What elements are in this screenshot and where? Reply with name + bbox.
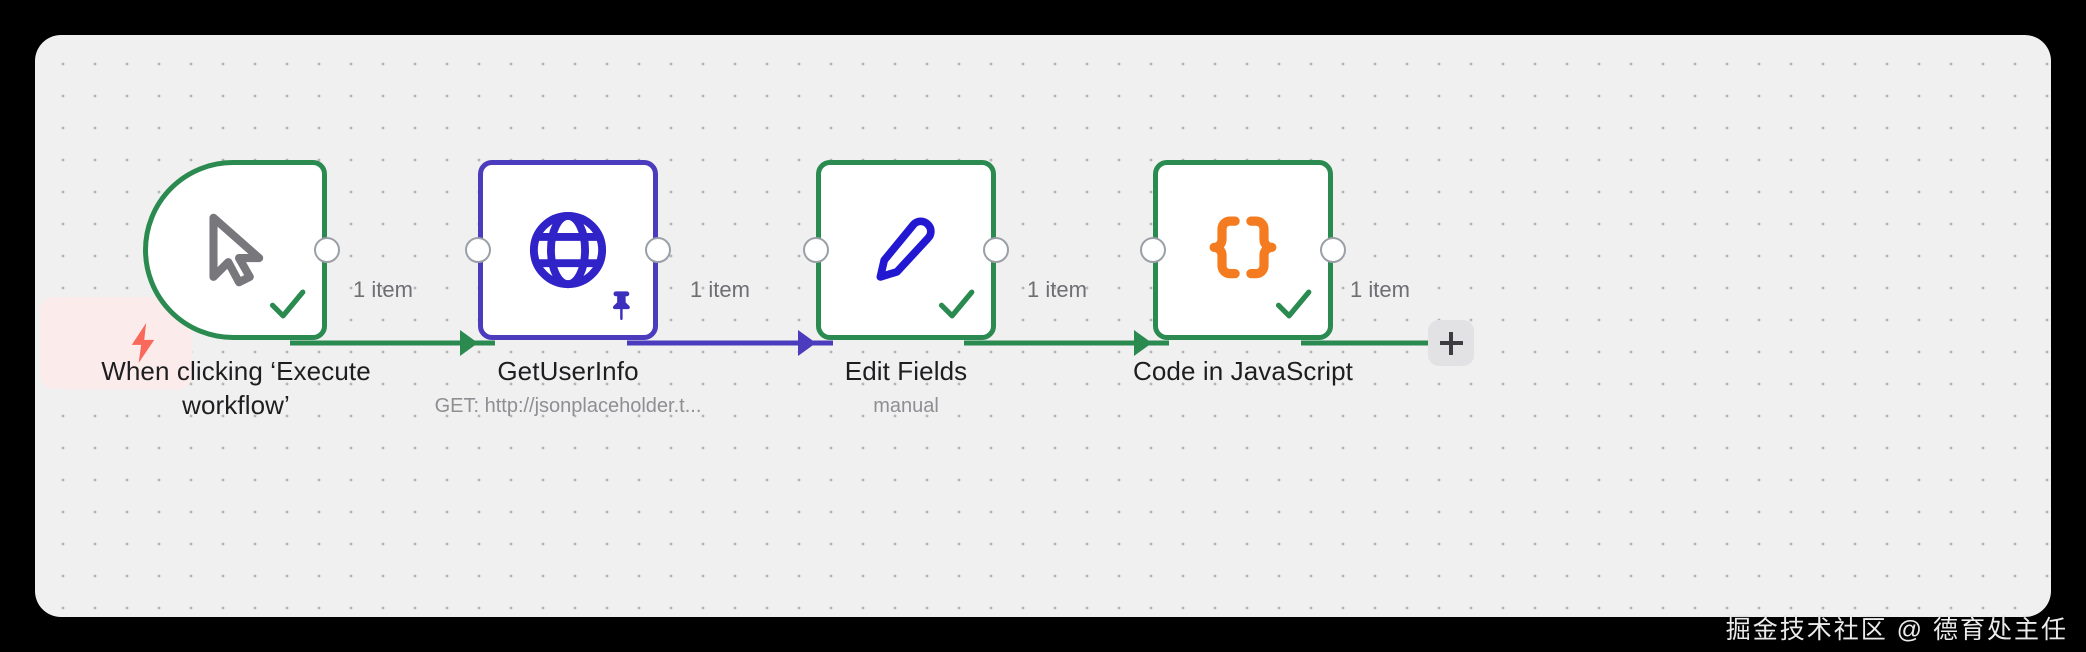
input-port-get-user-info[interactable] bbox=[465, 237, 491, 263]
connection-arrow-3 bbox=[1134, 330, 1152, 356]
caption-manual-trigger: When clicking ‘Execute workflow’ bbox=[61, 355, 411, 423]
input-port-edit-fields[interactable] bbox=[803, 237, 829, 263]
pencil-icon bbox=[856, 200, 956, 300]
caption-get-user-info: GetUserInfo GET: http://jsonplaceholder.… bbox=[378, 355, 758, 419]
connection-line-3[interactable] bbox=[964, 340, 1169, 346]
watermark-text: 掘金技术社区 @ 德育处主任 bbox=[1725, 616, 2068, 644]
node-title-manual-trigger: When clicking ‘Execute workflow’ bbox=[101, 356, 371, 420]
connection-arrow-1 bbox=[460, 330, 478, 356]
workflow-canvas[interactable]: 1 item 1 item 1 item 1 item bbox=[35, 35, 2051, 617]
connection-line-1[interactable] bbox=[290, 340, 495, 346]
connection-line-4[interactable] bbox=[1301, 340, 1436, 346]
status-success-icon bbox=[935, 283, 977, 325]
connection-label-3: 1 item bbox=[1027, 277, 1087, 302]
node-code-in-javascript[interactable] bbox=[1140, 160, 1346, 340]
node-subtitle-edit-fields: manual bbox=[873, 394, 939, 417]
node-title-get-user-info: GetUserInfo bbox=[497, 356, 639, 386]
add-node-button[interactable] bbox=[1428, 320, 1474, 366]
status-success-icon bbox=[1272, 283, 1314, 325]
connection-label-1: 1 item bbox=[353, 277, 413, 302]
node-subtitle-get-user-info: GET: http://jsonplaceholder.t... bbox=[434, 394, 702, 417]
node-get-user-info[interactable] bbox=[465, 160, 671, 340]
output-port-trigger[interactable] bbox=[314, 237, 340, 263]
pin-icon bbox=[607, 289, 637, 323]
status-success-icon bbox=[266, 283, 308, 325]
connection-label-4: 1 item bbox=[1350, 277, 1410, 302]
input-port-code[interactable] bbox=[1140, 237, 1166, 263]
trigger-hint-panel bbox=[40, 297, 192, 389]
node-title-code-in-javascript: Code in JavaScript bbox=[1132, 356, 1354, 386]
node-manual-trigger[interactable] bbox=[143, 160, 340, 340]
connection-line-2[interactable] bbox=[627, 340, 833, 346]
cursor-pointer-icon bbox=[185, 200, 285, 300]
globe-icon bbox=[518, 200, 618, 300]
caption-code-in-javascript: Code in JavaScript bbox=[1063, 355, 1423, 389]
output-port-code[interactable] bbox=[1320, 237, 1346, 263]
lightning-bolt-icon[interactable] bbox=[128, 323, 158, 363]
curly-braces-icon bbox=[1193, 200, 1293, 300]
connection-arrow-2 bbox=[798, 330, 816, 356]
output-port-get-user-info[interactable] bbox=[645, 237, 671, 263]
caption-edit-fields: Edit Fields manual bbox=[726, 355, 1086, 419]
node-edit-fields[interactable] bbox=[803, 160, 1009, 340]
node-title-edit-fields: Edit Fields bbox=[844, 356, 968, 386]
plus-icon-vertical bbox=[1449, 331, 1453, 355]
output-port-edit-fields[interactable] bbox=[983, 237, 1009, 263]
connection-label-2: 1 item bbox=[690, 277, 750, 302]
